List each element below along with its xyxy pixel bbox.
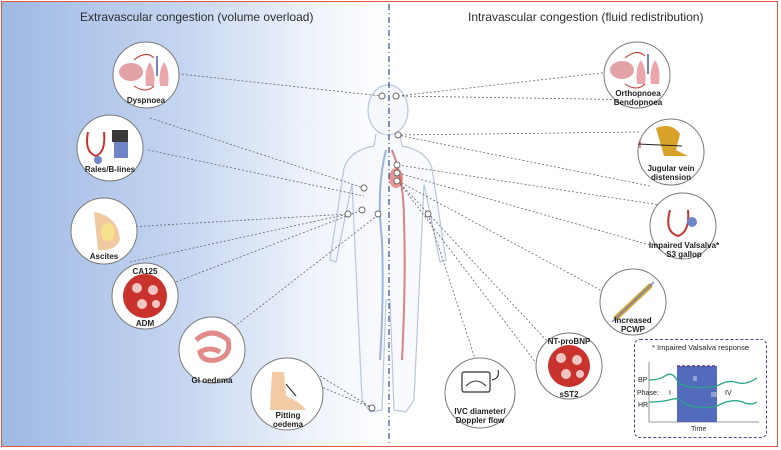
extravascular-heading: Extravascular congestion (volume overloa…	[80, 10, 314, 24]
valsalva-plot	[648, 362, 759, 423]
stethoscope-ultrasound-icon	[86, 130, 128, 164]
adm-label: ADM	[135, 319, 155, 328]
pcwp-label: Increased PCWP	[610, 316, 656, 334]
time-label: Time	[691, 426, 707, 433]
stethoscope-icon	[667, 209, 697, 238]
valsalva-s3-circle	[649, 192, 717, 260]
human-body-outline	[329, 84, 447, 413]
intestine-icon	[194, 330, 232, 363]
biomarker-cells-icon	[548, 345, 590, 387]
pcwp-line2: PCWP	[621, 325, 645, 334]
connector-lines	[111, 71, 661, 409]
gi-oedema-label: GI oedema	[191, 376, 233, 385]
bp-label: BP	[638, 377, 648, 384]
rales-label: Rales/B-lines	[84, 165, 136, 174]
valsalva-inset: * Impaired Valsalva response BP Phase: H…	[634, 339, 767, 438]
orthopnoea-line1: Orthopnoea	[615, 89, 661, 98]
ivc-line1: IVC diameter/	[454, 407, 506, 416]
dyspnoea-label: Dyspnoea	[126, 96, 166, 105]
phase-iv: IV	[725, 390, 732, 397]
ultrasound-device-icon	[461, 369, 499, 393]
jugular-line1: Jugular vein	[647, 164, 695, 173]
ascites-label: Ascites	[89, 252, 119, 261]
sst2-label: sST2	[559, 390, 579, 399]
orthopnoea-label: Orthopnoea Bendopnoea	[612, 89, 664, 107]
brain-lungs-icon	[119, 54, 169, 91]
abdomen-icon	[94, 212, 120, 251]
right-sign-circles	[444, 41, 717, 429]
left-sign-circles	[70, 41, 324, 431]
bendopnoea-line2: Bendopnoea	[613, 98, 663, 107]
ivc-label: IVC diameter/ Doppler flow	[450, 407, 510, 425]
ivc-line2: Doppler flow	[455, 416, 505, 425]
valsalva-title: * Impaired Valsalva response	[652, 343, 749, 352]
pitting-line1: Pitting	[275, 411, 301, 420]
phase-iii: III	[711, 392, 717, 399]
phase-i: I	[669, 390, 671, 397]
s3-line2: S3 gallop	[666, 250, 702, 259]
valsalva-s3-label: Impaired Valsalva* S3 gallop	[646, 241, 722, 259]
pcwp-line1: Increased	[614, 316, 652, 325]
neck-profile-icon	[637, 126, 688, 156]
intravascular-heading: Intravascular congestion (fluid redistri…	[468, 10, 704, 24]
ntprobnp-label: NT-proBNP	[547, 337, 591, 346]
catheter-icon	[611, 281, 655, 323]
hr-label: HR	[638, 402, 649, 409]
phase-ii: II	[693, 376, 697, 383]
brain-lungs-icon-right	[610, 52, 660, 89]
connector-nodes	[344, 92, 432, 412]
jugular-line2: distension	[650, 173, 691, 182]
valsalva-phase-block	[677, 366, 717, 422]
pitting-line2: oedema	[272, 420, 304, 429]
valsalva-line1: Impaired Valsalva*	[648, 241, 720, 250]
phase-label: Phase:	[637, 390, 659, 397]
pitting-oedema-label: Pitting oedema	[266, 411, 310, 429]
blood-cells-icon	[123, 274, 167, 318]
foot-icon	[270, 372, 306, 410]
pitting-oedema-circle	[250, 357, 324, 431]
jugular-label: Jugular vein distension	[642, 164, 700, 182]
ca125-label: CA125	[132, 267, 158, 276]
